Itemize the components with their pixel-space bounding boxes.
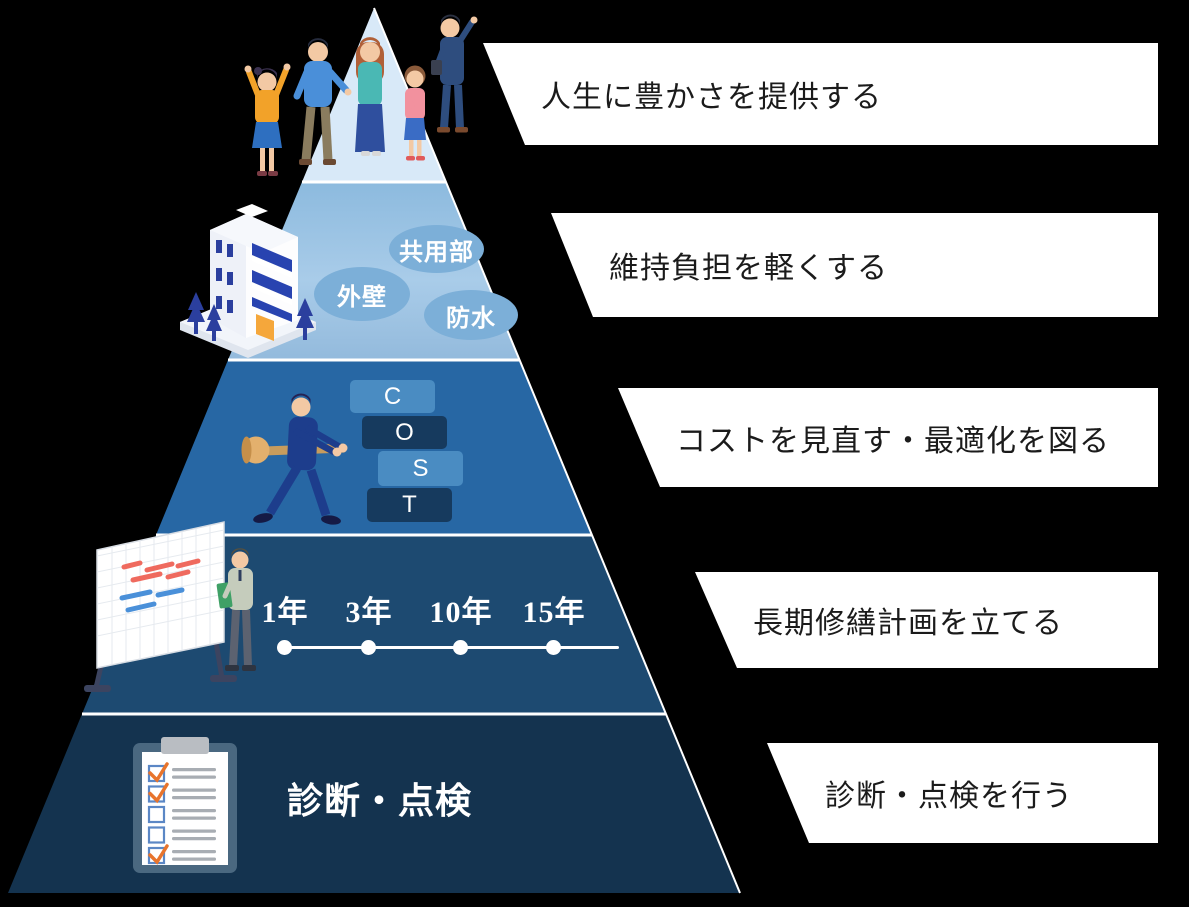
bubble-label: 防水 <box>446 305 496 332</box>
tree-icons <box>187 292 314 341</box>
man-swinging-mallet-icon <box>241 393 348 525</box>
timeline-label-1year: 1年 <box>261 596 309 629</box>
man-blue-sweater-icon <box>293 38 352 165</box>
apartment-building-icon <box>180 204 316 358</box>
caption-box-tier-3: コストを見直す・最適化を図る <box>618 388 1158 487</box>
caption-box-tier-1: 人生に豊かさを提供する <box>483 43 1158 145</box>
caption-box-tier-5: 診断・点検を行う <box>767 743 1158 843</box>
whiteboard-presenter-icon <box>84 521 256 692</box>
bubble-label: 共用部 <box>399 239 474 266</box>
caption-text: 人生に豊かさを提供する <box>541 81 882 114</box>
timeline-dot-4 <box>546 640 561 655</box>
caption-text: 長期修繕計画を立てる <box>753 607 1063 640</box>
timeline-line <box>285 646 619 649</box>
timeline-label-15year: 15年 <box>522 596 586 629</box>
caption-text: 診断・点検を行う <box>825 780 1073 813</box>
caption-box-tier-4: 長期修繕計画を立てる <box>695 572 1158 668</box>
caption-text: コストを見直す・最適化を図る <box>676 424 1110 458</box>
bubble-waterproofing: 防水 <box>424 290 518 340</box>
pyramid-right-edge-highlight <box>373 7 741 894</box>
checklist-rows <box>147 762 216 865</box>
checklist-clipboard-icon <box>133 737 237 873</box>
cost-block-s: S <box>378 451 463 486</box>
tier-separator-lines <box>82 180 666 716</box>
bubble-label: 外壁 <box>337 284 387 311</box>
caption-box-tier-2: 維持負担を軽くする <box>551 213 1158 317</box>
woman-teal-icon <box>355 37 385 156</box>
cost-block-t: T <box>367 488 452 522</box>
diagnosis-inspection-label: 診断・点検 <box>287 781 473 821</box>
gantt-bars <box>119 558 201 613</box>
cost-block-o: O <box>362 416 447 449</box>
timeline-label-10year: 10年 <box>429 596 493 629</box>
timeline-dot-3 <box>453 640 468 655</box>
timeline-dot-1 <box>277 640 292 655</box>
caption-text: 維持負担を軽くする <box>609 252 888 285</box>
cost-block-c: C <box>350 380 435 413</box>
girl-pink-icon <box>404 65 426 161</box>
cheering-woman-icon <box>244 63 291 176</box>
man-suit-pointing-icon <box>431 14 478 133</box>
timeline-dot-2 <box>361 640 376 655</box>
bubble-exterior-wall: 外壁 <box>314 267 410 321</box>
people-group-icon <box>244 14 478 176</box>
bubble-common-area: 共用部 <box>389 225 484 273</box>
timeline-label-3year: 3年 <box>345 596 393 629</box>
